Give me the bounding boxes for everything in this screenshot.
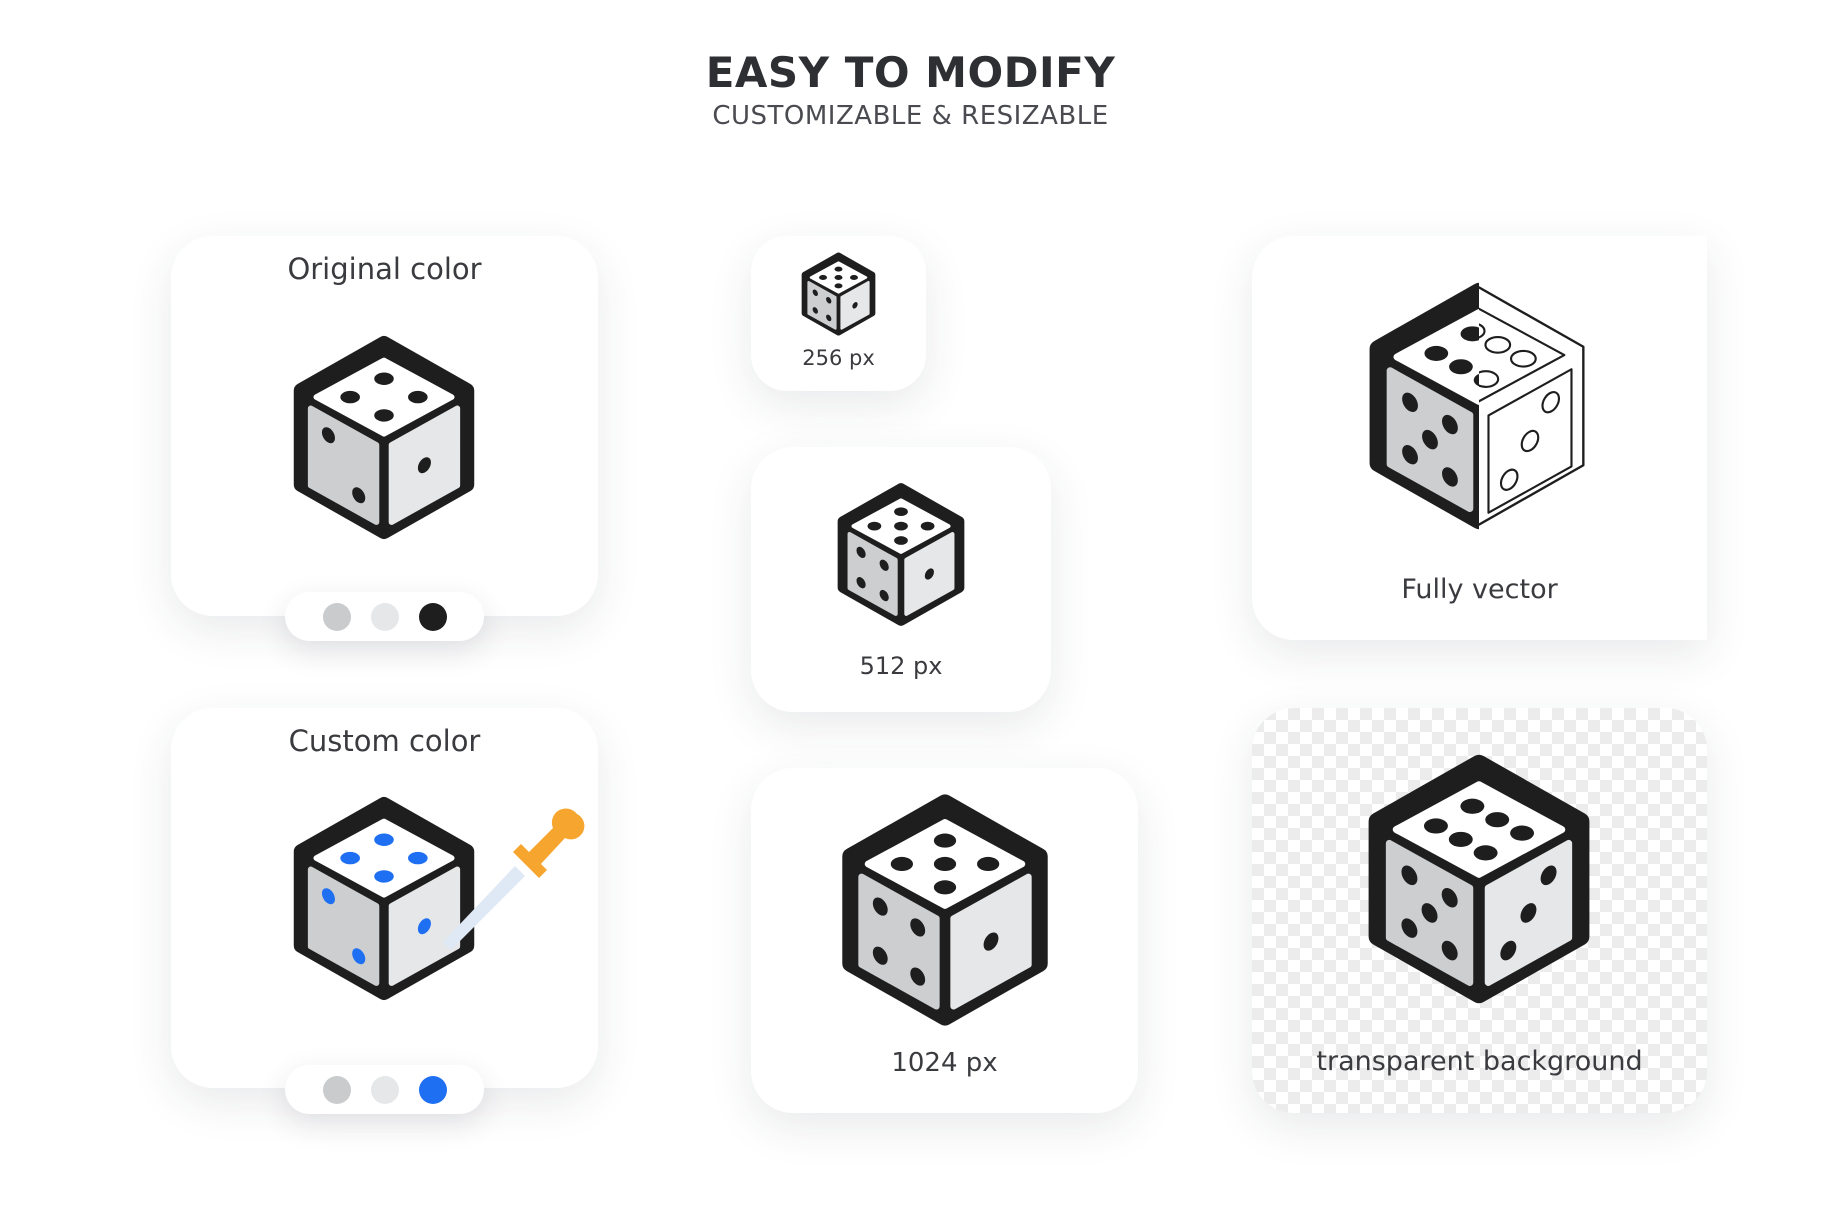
color-swatch[interactable] bbox=[418, 602, 447, 631]
page-subtitle: CUSTOMIZABLE & RESIZABLE bbox=[712, 101, 1109, 131]
page-title: EASY TO MODIFY bbox=[705, 48, 1116, 97]
size-256-card: 256 px bbox=[751, 236, 926, 391]
size-label: 256 px bbox=[802, 346, 875, 370]
fully-vector-card: Fully vector bbox=[1252, 236, 1707, 640]
dice-icon bbox=[801, 252, 876, 336]
color-swatch[interactable] bbox=[418, 1075, 447, 1104]
size-512-card: 512 px bbox=[751, 447, 1051, 712]
dice-icon bbox=[293, 335, 475, 540]
color-swatch[interactable] bbox=[322, 602, 351, 631]
dice-icon bbox=[842, 794, 1048, 1026]
eyedropper-icon bbox=[443, 808, 585, 950]
dice-icon-vector bbox=[1369, 282, 1585, 530]
card-label: Custom color bbox=[288, 724, 481, 758]
size-1024-card: 1024 px bbox=[751, 768, 1138, 1113]
card-label: Original color bbox=[287, 252, 482, 286]
outline-half bbox=[1479, 286, 1585, 526]
filled-half bbox=[1369, 282, 1479, 530]
color-swatch[interactable] bbox=[370, 602, 399, 631]
dice-icon bbox=[837, 483, 965, 626]
color-swatch[interactable] bbox=[322, 1075, 351, 1104]
original-color-card: Original color bbox=[171, 236, 598, 616]
size-label: 1024 px bbox=[891, 1048, 998, 1078]
color-swatch-selector bbox=[285, 1065, 484, 1114]
custom-color-card: Custom color bbox=[171, 708, 598, 1088]
card-label: Fully vector bbox=[1401, 574, 1558, 605]
card-label: transparent background bbox=[1316, 1046, 1643, 1077]
transparent-background-card: transparent background bbox=[1252, 708, 1707, 1113]
color-swatch-selector bbox=[285, 592, 484, 641]
dice-icon bbox=[293, 796, 475, 1001]
dice-icon bbox=[1368, 754, 1590, 1004]
size-label: 512 px bbox=[859, 652, 943, 680]
color-swatch[interactable] bbox=[370, 1075, 399, 1104]
